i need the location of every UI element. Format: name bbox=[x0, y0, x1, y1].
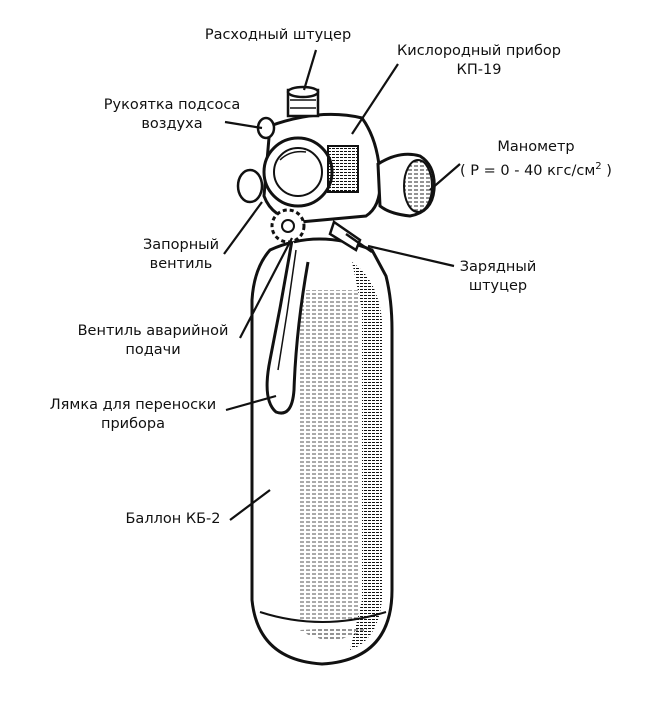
cylinder bbox=[250, 237, 394, 666]
label-strap: Лямка для переноски прибора bbox=[40, 396, 226, 434]
label-charging-fitting: Зарядный штуцер bbox=[446, 258, 550, 296]
leader-strap bbox=[225, 394, 277, 412]
leader-emergency-valve bbox=[239, 237, 293, 339]
leader-cylinder bbox=[229, 489, 271, 521]
label-charging-fitting-line1: Зарядный bbox=[459, 259, 537, 275]
label-shutoff-valve-line2: вентиль bbox=[149, 256, 213, 272]
leader-lines bbox=[223, 49, 461, 521]
label-manometer: Манометр ( Р = 0 - 40 кгс/см2 ) bbox=[446, 138, 626, 181]
label-shutoff-valve-line1: Запорный bbox=[142, 237, 220, 253]
leader-air-handle bbox=[224, 120, 263, 130]
label-charging-fitting-line2: штуцер bbox=[468, 278, 528, 294]
label-emergency-valve-line1: Вентиль аварийной bbox=[77, 323, 229, 339]
label-air-handle-line1: Рукоятка подсоса bbox=[103, 97, 241, 113]
oxygen-device-head bbox=[236, 85, 436, 254]
label-manometer-line2: ( Р = 0 - 40 кгс/см2 ) bbox=[446, 157, 626, 181]
label-manometer-line1: Манометр bbox=[497, 139, 575, 155]
label-air-handle-line2: воздуха bbox=[141, 116, 203, 132]
label-strap-line1: Лямка для переноски bbox=[49, 397, 217, 413]
leader-manometer bbox=[429, 163, 461, 191]
manometer-range: ( Р = 0 - 40 кгс/см bbox=[460, 162, 596, 179]
label-outlet-fitting-text: Расходный штуцер bbox=[204, 27, 352, 43]
label-outlet-fitting: Расходный штуцер bbox=[188, 26, 368, 45]
leader-charging-fitting bbox=[367, 244, 455, 268]
manometer-close: ) bbox=[601, 162, 612, 179]
leader-oxygen-device bbox=[351, 63, 399, 135]
label-cylinder: Баллон КБ-2 bbox=[118, 510, 228, 529]
label-strap-line2: прибора bbox=[100, 416, 165, 432]
leader-outlet-fitting bbox=[302, 49, 318, 91]
label-emergency-valve-line2: подачи bbox=[125, 342, 181, 358]
carrying-strap bbox=[265, 239, 310, 415]
label-emergency-valve: Вентиль аварийной подачи bbox=[68, 322, 238, 360]
label-shutoff-valve: Запорный вентиль bbox=[128, 236, 234, 274]
label-air-handle: Рукоятка подсоса воздуха bbox=[94, 96, 250, 134]
label-oxygen-device-line1: Кислородный прибор bbox=[396, 43, 562, 59]
leader-shutoff-valve bbox=[223, 201, 263, 255]
label-cylinder-text: Баллон КБ-2 bbox=[125, 511, 221, 527]
manometer-unit-exponent: 2 bbox=[595, 161, 602, 172]
label-oxygen-device-line2: КП-19 bbox=[456, 62, 502, 78]
label-oxygen-device: Кислородный прибор КП-19 bbox=[384, 42, 574, 80]
